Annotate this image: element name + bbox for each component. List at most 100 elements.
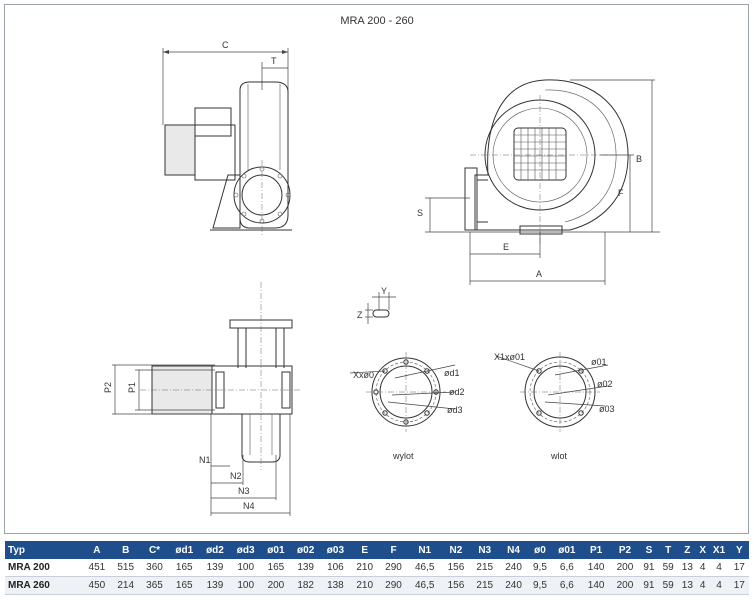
table-cell: 9,5 (527, 576, 552, 595)
table-cell: 139 (290, 559, 321, 577)
table-cell: 156 (441, 559, 471, 577)
table-cell: 200 (610, 559, 640, 577)
table-cell: 17 (729, 559, 749, 577)
table-cell: MRA 200 (5, 559, 83, 577)
motor-cap (164, 124, 196, 176)
table-cell: 214 (111, 576, 141, 595)
label-xx0: Xxø0 (353, 370, 374, 380)
outlet-flange-detail: Xxø0 ød1 ød2 ød3 wylot (349, 352, 465, 461)
dim-label-t: T (271, 56, 277, 66)
label-o1: ø01 (591, 357, 607, 367)
dim-label-e: E (503, 242, 509, 252)
table-cell: 515 (111, 559, 141, 577)
table-cell: 200 (610, 576, 640, 595)
table-cell: 365 (140, 576, 169, 595)
label-o2: ø02 (597, 379, 613, 389)
column-header: Typ (5, 541, 83, 559)
table-cell: 106 (320, 559, 351, 577)
table-cell: 17 (729, 576, 749, 595)
label-d2: ød2 (449, 387, 465, 397)
column-header: Y (729, 541, 749, 559)
column-header: Z (677, 541, 697, 559)
dim-label-n2: N2 (230, 471, 242, 481)
column-header: ø03 (320, 541, 351, 559)
drawing-title: MRA 200 - 260 (340, 15, 414, 27)
column-header: ø0 (527, 541, 552, 559)
column-header: X1 (708, 541, 730, 559)
dim-label-p2: P2 (103, 382, 113, 393)
dim-label-b: B (636, 154, 642, 164)
table-cell: 138 (320, 576, 351, 595)
table-header-row: Typ A B C* ød1 ød2 ød3 ø01 ø02 ø03 E F N… (5, 541, 749, 559)
dim-label-n4: N4 (243, 501, 255, 511)
column-header: P2 (610, 541, 640, 559)
column-header: ø01 (261, 541, 291, 559)
top-view: P1 P2 N1 N2 N3 N4 (103, 282, 300, 516)
spec-table: Typ A B C* ød1 ød2 ød3 ø01 ø02 ø03 E F N… (5, 541, 749, 595)
column-header: ød3 (230, 541, 262, 559)
table-cell: 290 (379, 576, 408, 595)
table-cell: 59 (658, 576, 678, 595)
volute-housing (474, 79, 629, 231)
table-cell: 46,5 (407, 559, 442, 577)
dim-label-y: Y (381, 286, 387, 296)
table-cell: 240 (499, 576, 528, 595)
table-cell: 59 (658, 559, 678, 577)
label-wylot: wylot (392, 451, 414, 461)
table-cell: 165 (168, 576, 200, 595)
slot-hole (372, 309, 390, 318)
table-cell: 215 (470, 576, 500, 595)
table-cell: 4 (696, 559, 709, 577)
table-cell: 4 (708, 576, 730, 595)
terminal-box (194, 107, 232, 137)
column-header: N1 (407, 541, 442, 559)
table-cell: 4 (708, 559, 730, 577)
fan-housing-side (239, 81, 289, 229)
table-cell: 215 (470, 559, 500, 577)
column-header: S (639, 541, 659, 559)
table-cell: 139 (199, 559, 231, 577)
dim-label-f: F (618, 188, 624, 198)
table-cell: MRA 260 (5, 576, 83, 595)
outlet-flange-front (464, 167, 478, 231)
base-plate (519, 225, 563, 235)
table-cell: 290 (379, 559, 408, 577)
table-cell: 156 (441, 576, 471, 595)
column-header: X (696, 541, 709, 559)
table-cell: 91 (639, 559, 659, 577)
table-cell: 46,5 (407, 576, 442, 595)
table-cell: 450 (82, 576, 112, 595)
column-header: ød2 (199, 541, 231, 559)
table-cell: 165 (168, 559, 200, 577)
column-header: N3 (470, 541, 500, 559)
column-header: A (82, 541, 112, 559)
technical-drawing: C T (103, 40, 660, 516)
motor-body (194, 124, 236, 181)
table-cell: 6,6 (551, 559, 582, 577)
table-cell: 6,6 (551, 576, 582, 595)
label-o3: ø03 (599, 404, 615, 414)
column-header: ø01 (551, 541, 582, 559)
column-header: P1 (581, 541, 611, 559)
label-d3: ød3 (447, 405, 463, 415)
table-cell: 139 (199, 576, 231, 595)
label-x1: X1xø01 (494, 352, 525, 362)
column-header: N2 (441, 541, 471, 559)
table-cell: 165 (261, 559, 291, 577)
dim-label-c: C (222, 40, 229, 50)
table-cell: 210 (350, 576, 380, 595)
column-header: T (658, 541, 678, 559)
dim-label-p1: P1 (127, 382, 137, 393)
column-header: C* (140, 541, 169, 559)
table-cell: 360 (140, 559, 169, 577)
column-header: N4 (499, 541, 528, 559)
drawing-frame (4, 4, 749, 534)
slot-detail: Y Z (357, 286, 396, 324)
table-cell: 200 (261, 576, 291, 595)
column-header: E (350, 541, 380, 559)
table-cell: 451 (82, 559, 112, 577)
dim-label-s: S (417, 208, 423, 218)
table-cell: 4 (696, 576, 709, 595)
table-cell: 100 (230, 559, 262, 577)
